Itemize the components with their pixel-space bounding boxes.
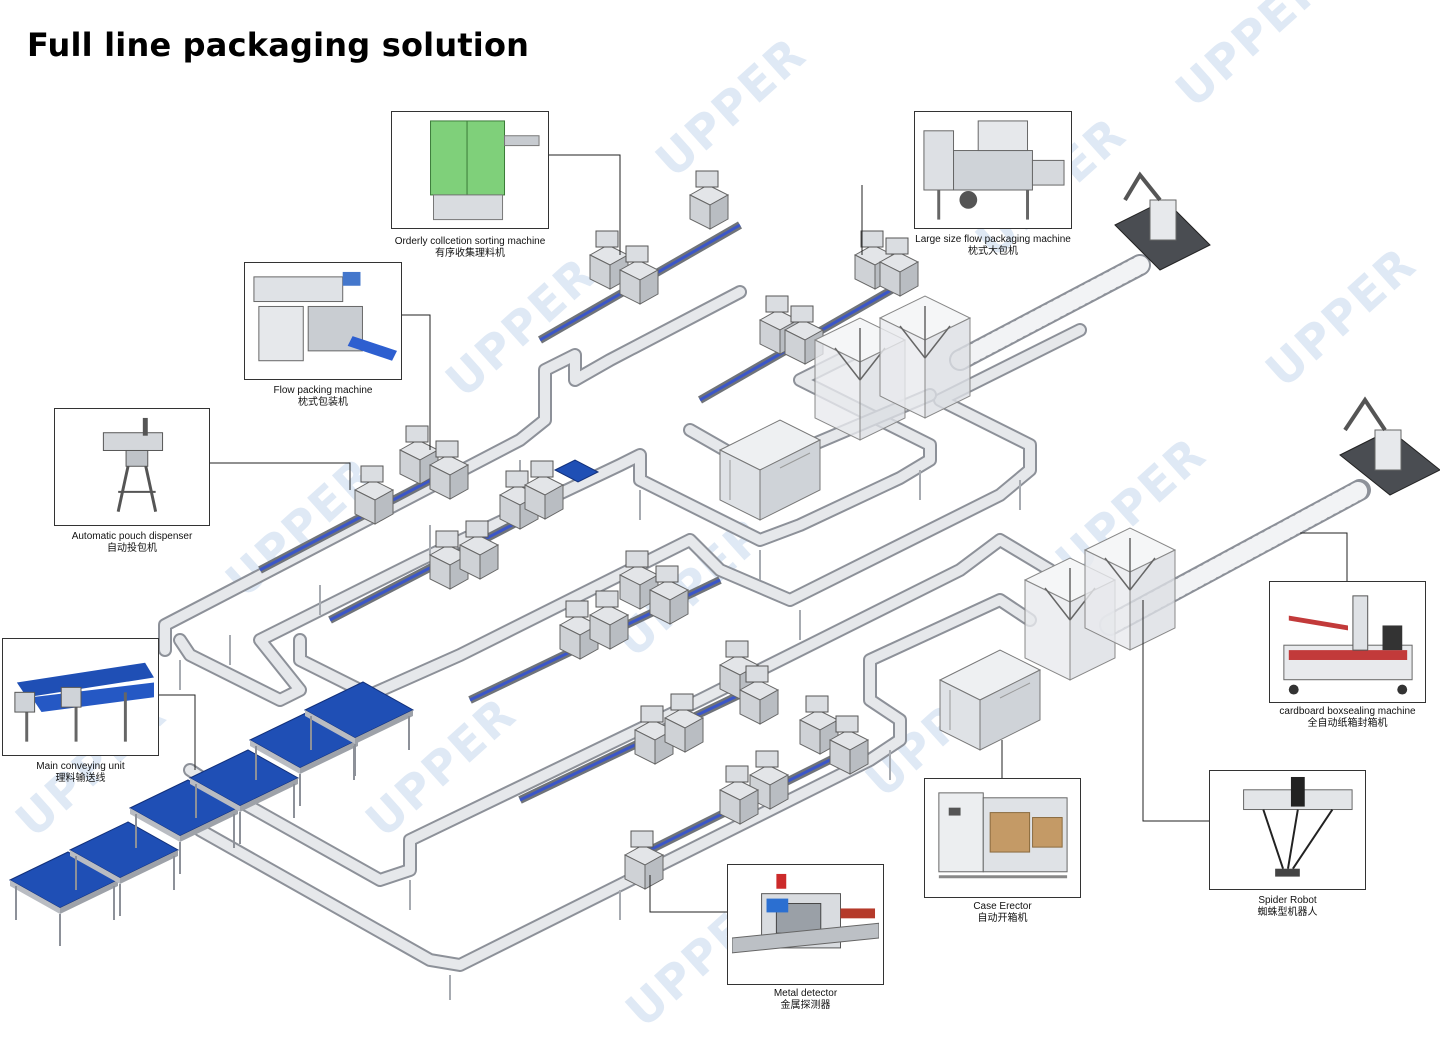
caption-en: Metal detector: [773, 988, 838, 999]
caption-zh: 枕式包装机: [298, 397, 348, 408]
delta-robot-photo: [1243, 776, 1353, 877]
caption-en: Case Erector: [973, 901, 1032, 912]
conveyor-photo: [14, 662, 154, 742]
page-title: Full line packaging solution: [27, 26, 530, 64]
pouch-dispenser-photo: [102, 417, 164, 512]
caption-zh: 自动开箱机: [977, 913, 1028, 924]
caption-en: Large size flow packaging machine: [915, 234, 1071, 245]
main-conveyor-belts: [9, 459, 600, 947]
palletizer-top-right: [1114, 171, 1211, 271]
caption-en: Automatic pouch dispenser: [71, 531, 193, 542]
caption-en: Spider Robot: [1258, 895, 1317, 906]
caption-zh: 金属探测器: [780, 1000, 831, 1011]
large-flow-packer-photo: [923, 120, 1065, 220]
rail-legs: [179, 460, 1021, 1000]
caption-zh: 自动投包机: [107, 543, 157, 554]
caption-zh: 蜘蛛型机器人: [1257, 907, 1318, 918]
caption-zh: 有序收集理料机: [435, 248, 505, 259]
box-sealer-photo: [1283, 595, 1413, 695]
caption-en: Orderly collcetion sorting machine: [394, 236, 546, 247]
palletizer-bottom-right: [1339, 396, 1440, 496]
caption-zh: 全自动纸箱封箱机: [1307, 718, 1388, 729]
metal-detector-photo: [732, 873, 879, 954]
caption-zh: 理料输送线: [55, 773, 106, 784]
case-erector-photo: [938, 792, 1068, 879]
sorting-machine-photo: [430, 120, 540, 221]
flow-packer-photo: [253, 271, 397, 362]
caption-en: Main conveying unit: [36, 761, 125, 772]
callout-leader-lines: [158, 154, 1348, 913]
caption-en: cardboard boxsealing machine: [1279, 706, 1416, 717]
caption-en: Flow packing machine: [273, 385, 373, 396]
caption-zh: 枕式大包机: [968, 246, 1018, 257]
